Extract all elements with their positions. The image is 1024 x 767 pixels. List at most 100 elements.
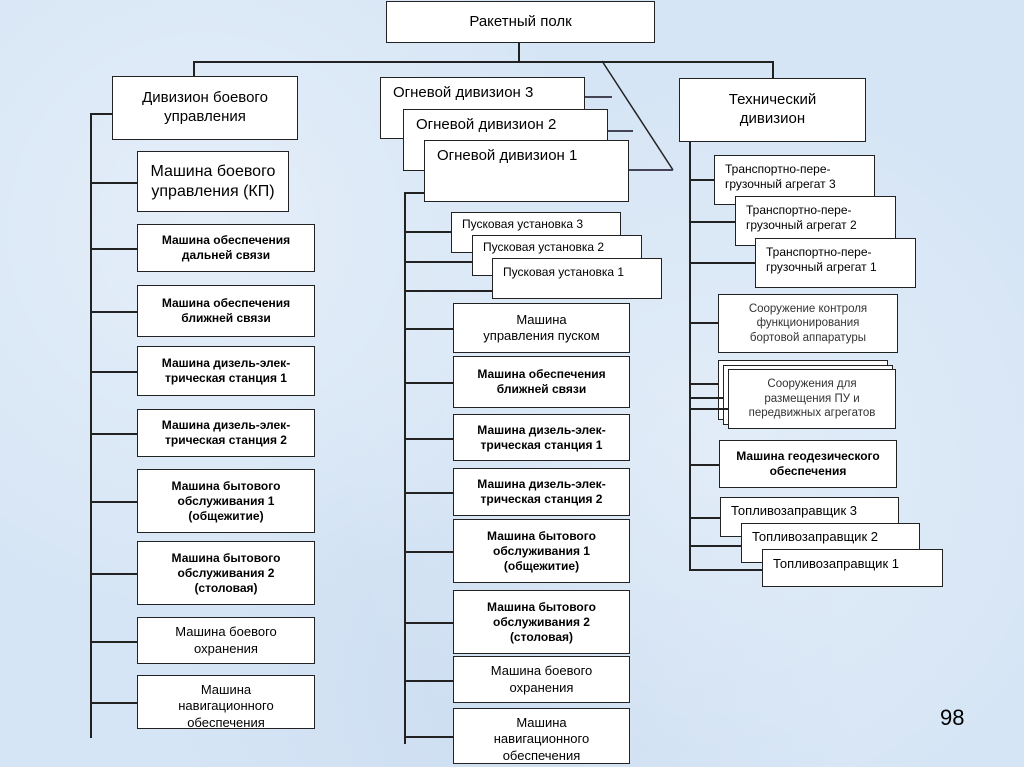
launcher-1-box: Пусковая установка 1 bbox=[492, 258, 662, 299]
fire-item-label: Машина управления пуском bbox=[483, 311, 600, 343]
connector bbox=[404, 736, 453, 738]
control-item-box: Машина дизель-элек- трическая станция 2 bbox=[137, 409, 315, 457]
transport-3-label: Транспортно-пере- грузочный агрегат 3 bbox=[725, 162, 836, 191]
connector bbox=[689, 569, 762, 571]
transport-2-box: Транспортно-пере- грузочный агрегат 2 bbox=[735, 196, 896, 246]
control-item-label: Машина боевого управления (КП) bbox=[150, 162, 276, 200]
connector bbox=[90, 371, 137, 373]
connector bbox=[689, 322, 718, 324]
tanker-1-label: Топливозаправщик 1 bbox=[773, 556, 899, 571]
geodetic-vehicle-box: Машина геодезического обеспечения bbox=[719, 440, 897, 488]
control-item-label: Машина обеспечения дальней связи bbox=[161, 233, 291, 262]
connector bbox=[90, 113, 92, 738]
fire-item-box: Машина навигационного обеспечения bbox=[453, 708, 630, 764]
connector bbox=[689, 408, 728, 410]
connector bbox=[689, 545, 741, 547]
connector bbox=[90, 433, 137, 435]
fire-item-box: Машина управления пуском bbox=[453, 303, 630, 353]
fire-item-label: Машина навигационного обеспечения bbox=[493, 715, 590, 763]
connector bbox=[404, 261, 472, 263]
connector bbox=[404, 492, 453, 494]
launcher-2-label: Пусковая установка 2 bbox=[483, 240, 605, 254]
fire-item-label: Машина дизель-элек- трическая станция 2 bbox=[477, 477, 606, 506]
fire-item-label: Машина боевого охранения bbox=[490, 663, 593, 695]
control-item-label: Машина обеспечения ближней связи bbox=[161, 296, 291, 325]
control-item-box: Машина дизель-элек- трическая станция 1 bbox=[137, 346, 315, 396]
connector bbox=[404, 438, 453, 440]
connector bbox=[689, 221, 735, 223]
root-box-missile-regiment: Ракетный полк bbox=[386, 1, 655, 43]
fire-item-box: Машина дизель-элек- трическая станция 2 bbox=[453, 468, 630, 516]
fire-item-label: Машина бытового обслуживания 1 (общежити… bbox=[487, 528, 596, 573]
connector bbox=[689, 383, 718, 385]
fire-item-label: Машина обеспечения ближней связи bbox=[477, 367, 606, 396]
connector bbox=[404, 551, 453, 553]
connector bbox=[689, 262, 755, 264]
geodetic-vehicle-label: Машина геодезического обеспечения bbox=[736, 449, 880, 478]
connector bbox=[90, 641, 137, 643]
launcher-1-label: Пусковая установка 1 bbox=[503, 265, 625, 279]
control-item-box: Машина боевого охранения bbox=[137, 617, 315, 664]
connector bbox=[518, 42, 520, 62]
control-item-label: Машина дизель-элек- трическая станция 2 bbox=[161, 418, 291, 447]
fire-division-3-label: Огневой дивизион 3 bbox=[393, 84, 534, 101]
connector bbox=[90, 182, 137, 184]
connector bbox=[404, 231, 451, 233]
tech-division-title: Технический дивизион bbox=[728, 91, 817, 127]
connector bbox=[193, 61, 773, 63]
transport-1-box: Транспортно-пере- грузочный агрегат 1 bbox=[755, 238, 916, 288]
control-item-box: Машина обеспечения ближней связи bbox=[137, 285, 315, 337]
fire-item-label: Машина дизель-элек- трическая станция 1 bbox=[477, 422, 606, 452]
connector bbox=[404, 192, 424, 194]
control-facility-box: Сооружение контроля функционирования бор… bbox=[718, 294, 898, 353]
control-division-box: Дивизион боевого управления bbox=[112, 76, 298, 140]
fire-division-1-box: Огневой дивизион 1 bbox=[424, 140, 629, 202]
connector bbox=[90, 501, 137, 503]
connector bbox=[404, 382, 453, 384]
connector bbox=[404, 622, 453, 624]
fire-item-box: Машина обеспечения ближней связи bbox=[453, 356, 630, 408]
control-item-box: Машина бытового обслуживания 1 (общежити… bbox=[137, 469, 315, 533]
fire-division-1-label: Огневой дивизион 1 bbox=[437, 147, 578, 164]
control-division-title: Дивизион боевого управления bbox=[142, 89, 268, 125]
control-facility-label: Сооружение контроля функционирования бор… bbox=[748, 302, 868, 344]
storage-facility-box: Сооружения для размещения ПУ и передвижн… bbox=[728, 369, 896, 429]
connector bbox=[404, 192, 406, 744]
page-number: 98 bbox=[940, 705, 965, 730]
control-item-label: Машина бытового обслуживания 2 (столовая… bbox=[171, 550, 281, 595]
control-item-label: Машина бытового обслуживания 1 (общежити… bbox=[171, 478, 281, 523]
connector bbox=[689, 397, 723, 399]
control-item-label: Машина дизель-элек- трическая станция 1 bbox=[161, 356, 291, 385]
connector bbox=[689, 464, 719, 466]
tanker-1-box: Топливозаправщик 1 bbox=[762, 549, 943, 587]
tanker-2-label: Топливозаправщик 2 bbox=[752, 529, 878, 544]
connector bbox=[689, 179, 714, 181]
connector bbox=[689, 142, 691, 570]
connector bbox=[404, 290, 492, 292]
root-label: Ракетный полк bbox=[469, 12, 572, 30]
storage-facility-label: Сооружения для размещения ПУ и передвижн… bbox=[748, 378, 876, 420]
control-item-label: Машина навигационного обеспечения bbox=[178, 682, 274, 730]
launcher-3-label: Пусковая установка 3 bbox=[462, 217, 584, 231]
connector bbox=[90, 702, 137, 704]
connector bbox=[404, 328, 453, 330]
tech-division-box: Технический дивизион bbox=[679, 78, 866, 142]
connector bbox=[404, 680, 453, 682]
control-item-box: Машина обеспечения дальней связи bbox=[137, 224, 315, 272]
fire-item-box: Машина бытового обслуживания 1 (общежити… bbox=[453, 519, 630, 583]
fire-item-box: Машина дизель-элек- трическая станция 1 bbox=[453, 414, 630, 461]
connector bbox=[193, 61, 195, 77]
connector bbox=[772, 61, 774, 79]
connector bbox=[90, 248, 137, 250]
control-item-label: Машина боевого охранения bbox=[175, 624, 277, 656]
fire-item-label: Машина бытового обслуживания 2 (столовая… bbox=[487, 599, 596, 644]
control-item-box: Машина боевого управления (КП) bbox=[137, 151, 289, 212]
connector bbox=[689, 517, 720, 519]
transport-1-label: Транспортно-пере- грузочный агрегат 1 bbox=[766, 245, 877, 274]
connector bbox=[90, 573, 137, 575]
transport-2-label: Транспортно-пере- грузочный агрегат 2 bbox=[746, 203, 857, 232]
connector bbox=[90, 113, 113, 115]
tanker-3-label: Топливозаправщик 3 bbox=[731, 503, 857, 518]
control-item-box: Машина навигационного обеспечения bbox=[137, 675, 315, 730]
control-item-box: Машина бытового обслуживания 2 (столовая… bbox=[137, 541, 315, 605]
